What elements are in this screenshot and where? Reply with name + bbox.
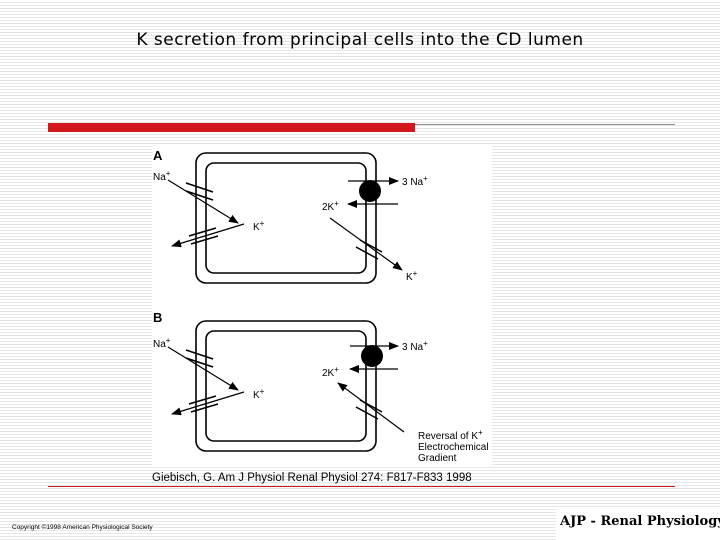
panel-b-k-apical-label: K+ [253,387,265,401]
panel-b-k-channel-top [188,395,217,405]
panel-b-letter: B [153,310,162,325]
copyright-notice: Copyright ©1998 American Physiological S… [12,524,153,531]
panel-b: B Na+ K+ 3 Na+ 2K+ Reversal of K+ Electr… [153,310,491,464]
panel-a: A Na+ K+ 3 Na+ 2K+ K+ [153,148,428,284]
panel-b-k-baso-channel-bottom [355,406,379,420]
footer-rule [48,486,675,487]
title-underline-accent [48,123,415,132]
journal-name: AJP - Renal Physiology [560,514,720,529]
panel-a-nak-pump [359,180,381,202]
panel-a-letter: A [153,148,163,163]
panel-b-na-channel-top [185,349,214,360]
panel-b-k-channel-bottom [190,403,219,413]
panel-b-cell-inner [205,330,367,442]
panel-b-nak-pump [361,345,383,367]
slide-title: K secretion from principal cells into th… [136,30,584,50]
panel-a-k-channel-bottom [190,235,219,245]
panel-a-2k-label: 2K+ [322,199,339,213]
title-underline-rule [415,124,675,125]
panel-b-na-arrow [167,346,239,391]
panel-b-k-apical-arrow [171,391,245,416]
panel-a-na-arrow [167,179,239,224]
panel-a-3na-label: 3 Na+ [402,174,428,188]
panel-b-3na-label: 3 Na+ [402,339,428,353]
panel-b-2k-label: 2K+ [322,365,339,379]
panel-b-cell-outer [195,320,377,452]
panel-b-na-channel-bottom [185,357,214,368]
panel-b-na-label: Na+ [153,336,171,350]
panel-a-k-apical-arrow [171,223,245,248]
journal-logo: AJP - Renal Physiology [556,508,720,540]
panel-a-k-baso-label: K+ [406,269,418,283]
panel-a-na-channel-bottom [185,190,214,201]
panel-a-na-channel-top [185,182,214,193]
panel-a-k-channel-top [188,227,217,237]
panel-a-k-baso-arrow [329,217,403,271]
panel-a-cell-outer [195,152,377,284]
panel-b-k-baso-arrow [337,382,405,433]
panel-a-k-baso-channel-bottom [355,246,379,260]
panel-a-na-label: Na+ [153,169,171,183]
panel-b-gradient-label: Reversal of K+ Electrochemical Gradient [418,427,491,464]
figure-citation: Giebisch, G. Am J Physiol Renal Physiol … [152,472,472,484]
panel-a-k-apical-label: K+ [253,219,265,233]
panel-a-cell-inner [205,162,367,274]
